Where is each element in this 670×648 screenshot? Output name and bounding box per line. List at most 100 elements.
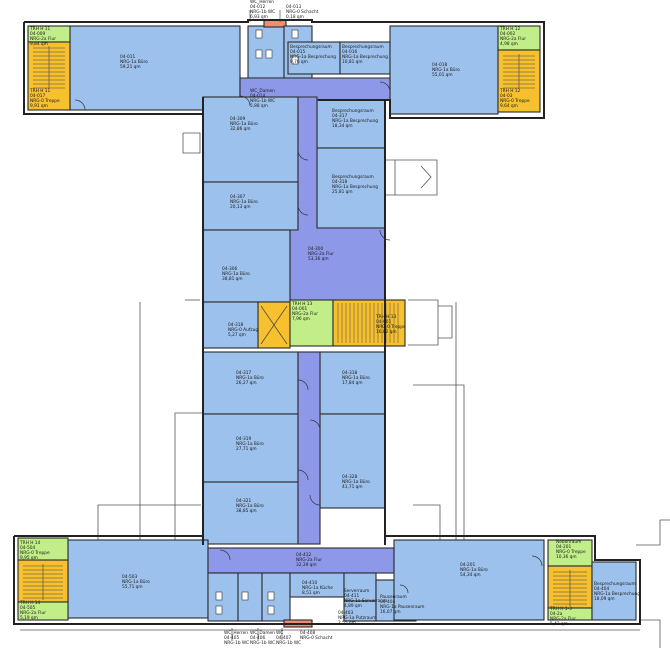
room-office-307[interactable] <box>202 181 299 231</box>
room-label-line: Besprechungsraum <box>594 581 636 587</box>
room-stair-mid[interactable] <box>332 299 406 347</box>
room-label-line: NRG-1b WC <box>276 640 301 646</box>
room-label-line: 04-307 <box>230 194 245 200</box>
room-label-line: 04-016 <box>342 49 357 55</box>
room-label-line: NRG-0 Treppe <box>30 98 60 104</box>
room-label-line: 04-405 <box>224 635 239 641</box>
room-label-line: NRG-1a Besprechung <box>594 591 640 597</box>
room-meeting-top-2[interactable] <box>339 41 391 75</box>
room-office-328[interactable] <box>319 413 386 509</box>
room-label-line: 4,89 qm <box>344 603 362 609</box>
room-label-line: TRH H 12 <box>499 88 521 94</box>
room-label-line: NRG-0 Schacht <box>286 9 319 15</box>
room-label-line: NRG-1b WC <box>224 640 249 646</box>
room-label-line: 04-017 <box>30 93 45 99</box>
room-northeast-office[interactable] <box>389 25 499 115</box>
room-label-line: 18,34 qm <box>332 123 353 129</box>
room-label-line: 17,84 qm <box>342 380 363 386</box>
room-corridor-mid <box>202 301 259 349</box>
room-label-line: 04-2a <box>550 611 563 617</box>
room-label-line: NRG-1a Büro <box>122 579 150 585</box>
room-wc-damen-bottom[interactable] <box>237 572 263 622</box>
wc-fixtures <box>215 29 299 615</box>
room-stair-ne-flur[interactable] <box>497 25 541 51</box>
room-label-line: NRG-1a Büro <box>236 441 264 447</box>
room-northwest-office[interactable] <box>69 25 241 111</box>
room-label-line: 8,51 qm <box>302 590 320 596</box>
room-label-line: NRG-0 Schacht <box>300 635 333 641</box>
room-label-line: NRG-1a Büro <box>432 67 460 73</box>
room-label-line: TRH H 14 <box>19 540 41 546</box>
room-label-line: 5,27 qm <box>228 332 246 338</box>
toilet-icon <box>215 591 223 601</box>
room-stair-se-flur[interactable] <box>547 539 593 567</box>
room-label-line: 04-407 <box>276 635 291 641</box>
room-label-line: 55,01 qm <box>432 72 453 78</box>
room-label-line: 04-015 <box>290 49 305 55</box>
toilet-icon <box>291 29 299 39</box>
room-stair-sw-top[interactable] <box>17 537 69 561</box>
room-label-line: 0,18 qm <box>286 14 304 20</box>
room-wc-herren-bottom[interactable] <box>207 572 239 622</box>
room-label-line: 04-504 <box>20 545 35 551</box>
room-southeast-office[interactable] <box>393 539 545 621</box>
room-label-line: WC_Damen <box>250 630 275 636</box>
stair-hatching <box>23 46 587 606</box>
room-label-line: NRG-0 Treppe <box>500 98 530 104</box>
room-label-line: Pausenraum <box>380 594 407 600</box>
room-label-line: NRG-0 Treppe <box>20 550 50 556</box>
door-swings <box>74 81 543 594</box>
room-label-line: Besprechungsraum <box>342 44 384 50</box>
room-office-309[interactable] <box>202 96 299 183</box>
room-label-line: NRG-1a Serverraum <box>344 598 387 604</box>
room-meeting-se[interactable] <box>591 561 637 621</box>
room-label-line: 04-001 <box>292 306 307 312</box>
room-office-319[interactable] <box>202 413 299 483</box>
room-label-line: 04-201 <box>556 544 571 550</box>
room-label-line: 9,95 qm <box>20 555 38 561</box>
room-label-line: NRG-1a Besprechung <box>332 184 378 190</box>
room-label-line: 55,71 qm <box>122 584 143 590</box>
room-wc-bottom-3[interactable] <box>261 572 291 622</box>
elevator-cross <box>260 305 288 345</box>
room-label-line: NRG-2a Flur <box>500 36 526 42</box>
room-stair-sw-flur[interactable] <box>17 601 69 621</box>
room-label-line: 04-013 <box>286 4 301 10</box>
room-label-line: 10,36 qm <box>556 554 577 560</box>
room-meeting-318[interactable] <box>316 147 386 229</box>
room-label-line: 04-03 <box>500 93 513 99</box>
room-label-line: NRG-0 Treppe <box>376 324 406 330</box>
room-southwest-office[interactable] <box>67 539 209 619</box>
room-office-321[interactable] <box>202 481 299 545</box>
room-label-line: 04-411 <box>344 593 359 599</box>
room-label-line: 9,84 qm <box>30 41 48 47</box>
room-label-line: NRG-1a Büro <box>236 375 264 381</box>
room-schacht-top[interactable] <box>263 19 287 28</box>
room-office-306[interactable] <box>202 229 291 303</box>
room-label-line: 4,98 qm <box>500 41 518 47</box>
room-label-line: 2,55 qm <box>338 620 356 626</box>
room-landing-mid[interactable] <box>289 299 334 347</box>
room-label-line: WC_Herren <box>250 0 274 5</box>
room-corridor-spine <box>297 351 321 545</box>
toilet-icon <box>267 605 275 615</box>
room-kueche[interactable] <box>289 572 345 598</box>
room-label-line: 26,27 qm <box>236 380 257 386</box>
